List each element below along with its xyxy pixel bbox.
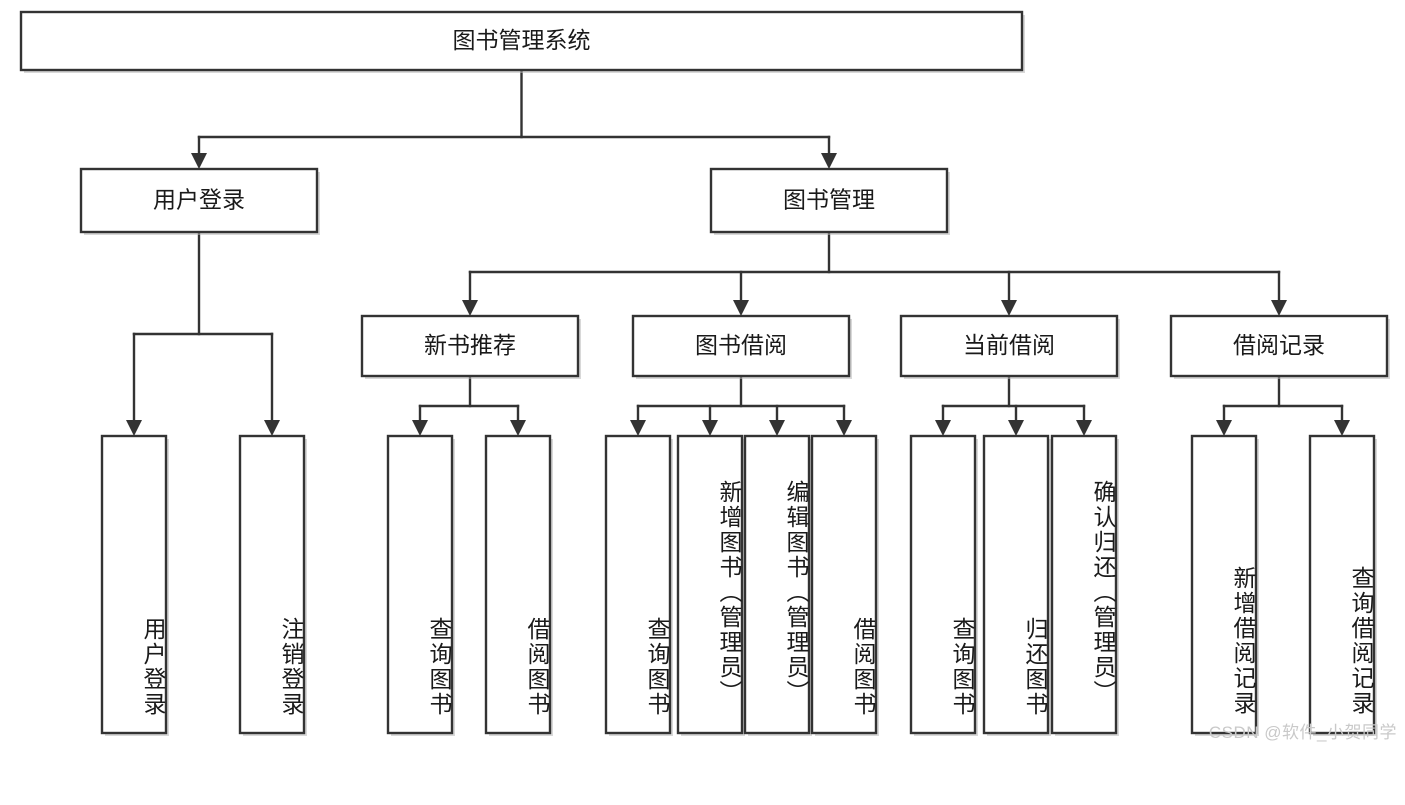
node-rect-book-borrow[interactable] [631,314,851,378]
node-label-current-borrow: 当前借阅 [963,332,1055,358]
node-rect-leaf-return-book[interactable] [982,434,1050,735]
node-leaf-query-book-recommend[interactable] [386,434,455,736]
node-user-login[interactable]: 用户登录 [79,167,320,235]
node-rect-leaf-borrow-book-recommend[interactable] [484,434,552,735]
node-rect-user-login[interactable] [79,167,319,234]
node-label-root: 图书管理系统 [453,27,591,53]
connector-new-book-recommend-to-leaves [412,374,526,436]
node-rect-leaf-user-login[interactable] [100,434,168,735]
node-label-user-login: 用户登录 [153,187,245,213]
node-leaf-query-book-current[interactable] [909,434,978,736]
connector-user-login-to-leaves [126,230,280,436]
node-leaf-borrow-book-recommend[interactable] [484,434,553,736]
node-current-borrow[interactable]: 当前借阅 [899,314,1120,379]
node-rect-leaf-query-book-recommend[interactable] [386,434,454,735]
node-label-book-management: 图书管理 [783,187,875,213]
node-root[interactable]: 图书管理系统 [19,10,1025,73]
node-label-book-borrow: 图书借阅 [695,332,787,358]
node-leaf-query-borrow-record[interactable] [1308,434,1377,736]
node-rect-leaf-confirm-return[interactable] [1050,434,1118,735]
diagram-root: 图书管理系统用户登录图书管理新书推荐图书借阅当前借阅借阅记录 用户登录注销登录查… [19,10,1397,742]
node-rect-leaf-logout[interactable] [238,434,306,735]
node-book-management[interactable]: 图书管理 [709,167,950,235]
connector-current-borrow-to-leaves [935,374,1092,436]
node-rect-leaf-query-book-current[interactable] [909,434,977,735]
node-leaf-return-book[interactable] [982,434,1051,736]
node-rect-borrow-record[interactable] [1169,314,1389,378]
node-leaf-add-book[interactable] [676,434,745,736]
node-rect-current-borrow[interactable] [899,314,1119,378]
node-rect-leaf-add-borrow-record[interactable] [1190,434,1258,735]
node-rect-leaf-add-book[interactable] [676,434,744,735]
node-leaf-add-borrow-record[interactable] [1190,434,1259,736]
node-rect-book-management[interactable] [709,167,949,234]
connector-borrow-record-to-leaves [1216,374,1350,436]
connector-book-management-to-level3 [462,230,1287,316]
node-rect-leaf-edit-book[interactable] [743,434,811,735]
node-new-book-recommend[interactable]: 新书推荐 [360,314,581,379]
node-leaf-logout[interactable] [238,434,307,736]
node-leaf-query-book-borrow[interactable] [604,434,673,736]
node-label-new-book-recommend: 新书推荐 [424,332,516,358]
node-rect-new-book-recommend[interactable] [360,314,580,378]
node-label-borrow-record: 借阅记录 [1233,332,1325,358]
node-leaf-borrow-book[interactable] [810,434,879,736]
node-rect-root[interactable] [19,10,1024,72]
node-book-borrow[interactable]: 图书借阅 [631,314,852,379]
node-leaf-user-login[interactable] [100,434,169,736]
watermark-text: CSDN @软件_小贺同学 [1208,723,1397,742]
node-rect-leaf-query-book-borrow[interactable] [604,434,672,735]
connector-root-to-level2 [191,68,837,169]
node-rect-leaf-borrow-book[interactable] [810,434,878,735]
node-rect-leaf-query-borrow-record[interactable] [1308,434,1376,735]
node-leaf-confirm-return[interactable] [1050,434,1119,736]
node-leaf-edit-book[interactable] [743,434,812,736]
connector-book-borrow-to-leaves [630,374,852,436]
node-borrow-record[interactable]: 借阅记录 [1169,314,1390,379]
